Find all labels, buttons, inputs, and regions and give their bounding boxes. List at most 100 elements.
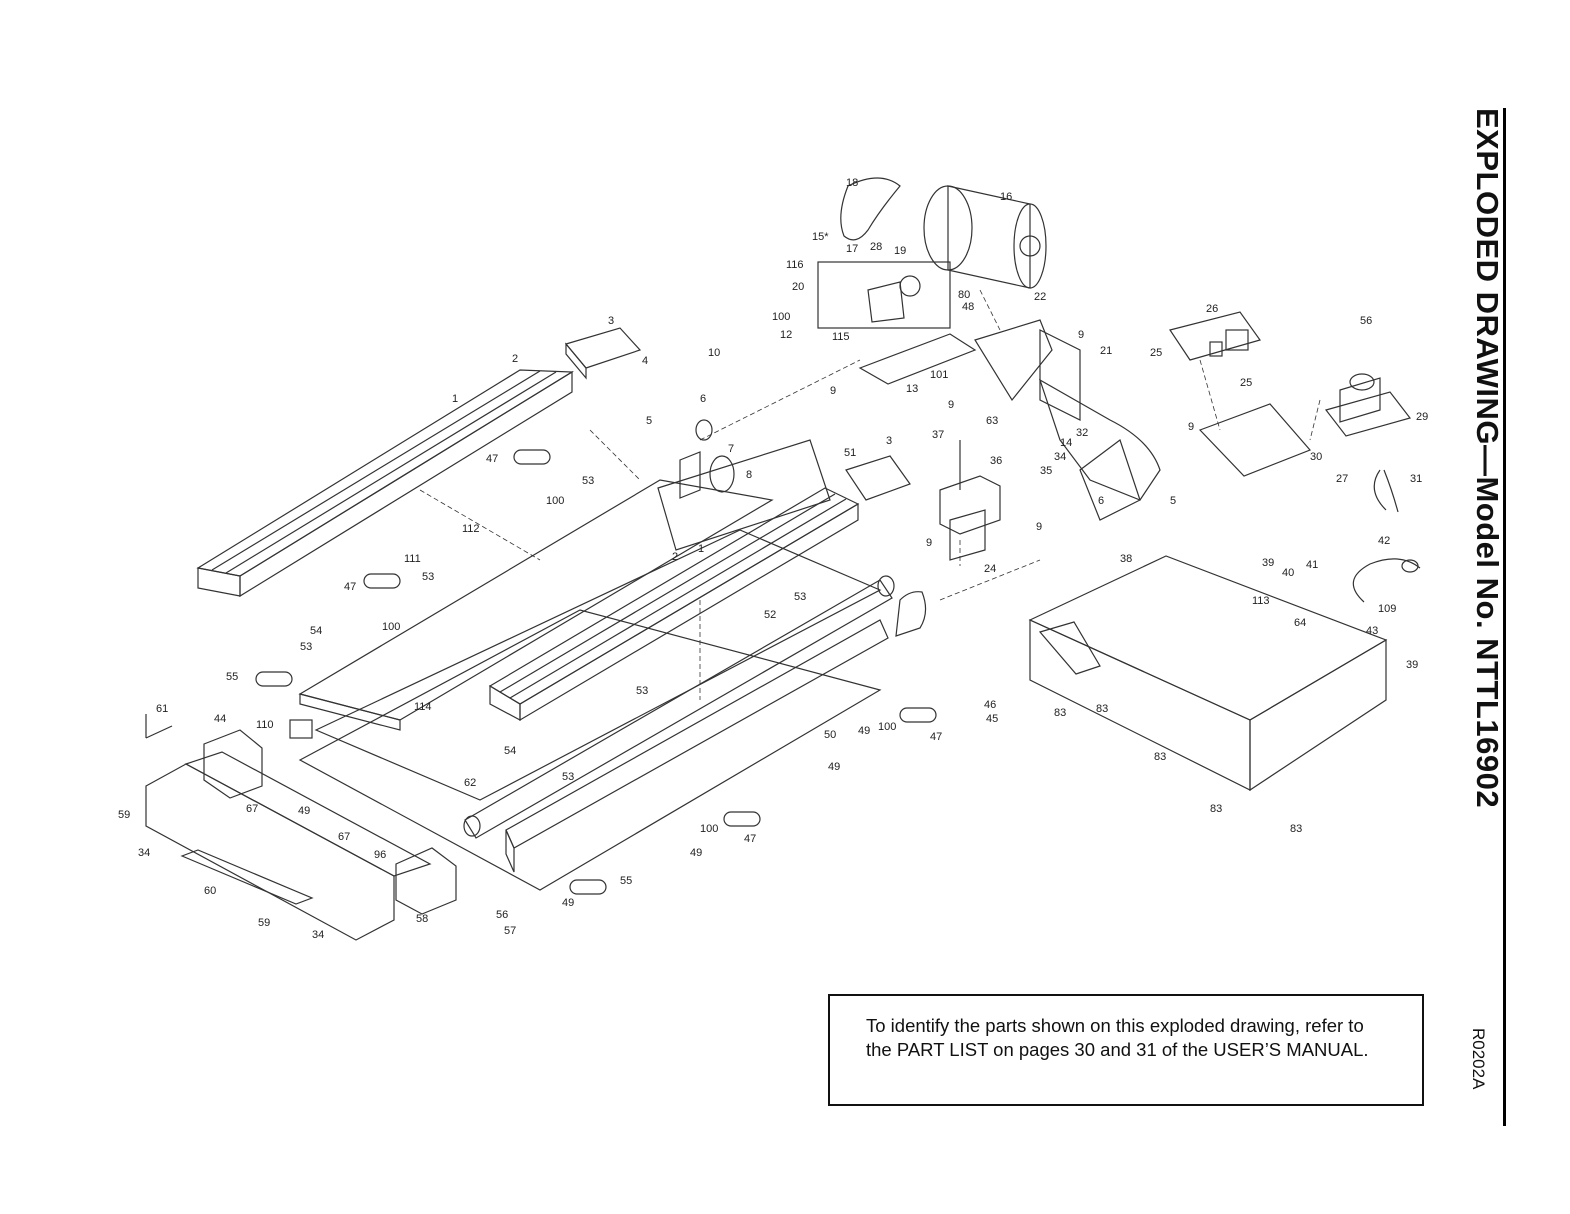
callout-41: 41 — [1306, 559, 1318, 571]
callout-9: 9 — [948, 399, 954, 411]
left-side-rail — [196, 369, 574, 598]
callout-9: 9 — [1188, 421, 1194, 433]
callout-17: 17 — [846, 243, 858, 255]
callout-10: 10 — [708, 347, 720, 359]
callout-96: 96 — [374, 849, 386, 861]
wire-harness — [1373, 469, 1399, 513]
callout-9: 9 — [1036, 521, 1042, 533]
callout-60: 60 — [204, 885, 216, 897]
callout-9: 9 — [926, 537, 932, 549]
callout-38: 38 — [1120, 553, 1132, 565]
callout-48: 48 — [962, 301, 974, 313]
instruction-note: To identify the parts shown on this expl… — [866, 1015, 1369, 1060]
callout-7: 7 — [728, 443, 734, 455]
callout-14: 14 — [1060, 437, 1072, 449]
foot-pads — [255, 449, 937, 895]
callout-22: 22 — [1034, 291, 1046, 303]
callout-49: 49 — [828, 761, 840, 773]
callout-32: 32 — [1076, 427, 1088, 439]
callout-28: 28 — [870, 241, 882, 253]
callout-57: 57 — [504, 925, 516, 937]
callout-29: 29 — [1416, 411, 1428, 423]
callout-100: 100 — [772, 311, 790, 323]
callout-49: 49 — [690, 847, 702, 859]
callout-111: 111 — [404, 553, 421, 565]
rear-foot-left — [203, 729, 263, 799]
transformer — [1324, 373, 1412, 437]
drawing-title: EXPLODED DRAWING—Model No. NTTL16902 — [1470, 108, 1505, 809]
callout-35: 35 — [1040, 465, 1052, 477]
callout-53: 53 — [562, 771, 574, 783]
callout-46: 46 — [984, 699, 996, 711]
callout-20: 20 — [792, 281, 804, 293]
callout-39: 39 — [1262, 557, 1274, 569]
callout-3: 3 — [608, 315, 614, 327]
callout-44: 44 — [214, 713, 226, 725]
callout-13: 13 — [906, 383, 918, 395]
callout-25: 25 — [1150, 347, 1162, 359]
grip-strip — [180, 849, 314, 905]
callout-31: 31 — [1410, 473, 1422, 485]
callout-26: 26 — [1206, 303, 1218, 315]
controller-board — [1169, 311, 1261, 361]
callout-47: 47 — [744, 833, 756, 845]
callout-62: 62 — [464, 777, 476, 789]
callout-45: 45 — [986, 713, 998, 725]
callout-36: 36 — [990, 455, 1002, 467]
callout-49: 49 — [562, 897, 574, 909]
assembly-lines — [419, 289, 1321, 700]
callout-3: 3 — [886, 435, 892, 447]
callout-55: 55 — [226, 671, 238, 683]
callout-21: 21 — [1100, 345, 1112, 357]
callout-59: 59 — [258, 917, 270, 929]
lower-frame-rail — [505, 619, 889, 873]
title-rule — [1503, 108, 1506, 1126]
callout-114: 114 — [414, 701, 432, 713]
spacer-block — [289, 719, 313, 739]
callout-12: 12 — [780, 329, 792, 341]
callout-58: 58 — [416, 913, 428, 925]
power-cord — [1352, 558, 1421, 603]
incline-motor — [939, 440, 1001, 561]
callout-54: 54 — [310, 625, 322, 637]
callout-101: 101 — [930, 369, 948, 381]
callout-100: 100 — [878, 721, 896, 733]
hood-cover — [564, 327, 642, 380]
callout-64: 64 — [1294, 617, 1306, 629]
callout-34: 34 — [138, 847, 150, 859]
callout-83: 83 — [1210, 803, 1222, 815]
callout-6: 6 — [1098, 495, 1104, 507]
callout-53: 53 — [582, 475, 594, 487]
callout-43: 43 — [1366, 625, 1378, 637]
callout-83: 83 — [1154, 751, 1166, 763]
end-bracket — [895, 591, 927, 637]
callout-110: 110 — [256, 719, 274, 731]
rear-foot-right — [395, 847, 457, 915]
callout-15*: 15* — [812, 231, 829, 243]
callout-2: 2 — [512, 353, 518, 365]
callout-53: 53 — [794, 591, 806, 603]
callout-112: 112 — [462, 523, 480, 535]
callout-47: 47 — [486, 453, 498, 465]
callout-115: 115 — [832, 331, 850, 343]
instruction-note-box: To identify the parts shown on this expl… — [828, 994, 1424, 1106]
callout-83: 83 — [1290, 823, 1302, 835]
callout-30: 30 — [1310, 451, 1322, 463]
callout-19: 19 — [894, 245, 906, 257]
callout-6: 6 — [700, 393, 706, 405]
callout-34: 34 — [1054, 451, 1066, 463]
callout-56: 56 — [1360, 315, 1372, 327]
right-side-rail — [488, 487, 860, 722]
callout-4: 4 — [642, 355, 648, 367]
walking-deck — [298, 479, 774, 731]
callout-53: 53 — [300, 641, 312, 653]
hex-key — [145, 714, 173, 739]
callout-59: 59 — [118, 809, 130, 821]
callout-100: 100 — [700, 823, 718, 835]
hood-bracket — [845, 455, 911, 501]
callout-24: 24 — [984, 563, 996, 575]
callout-42: 42 — [1378, 535, 1390, 547]
callout-9: 9 — [1078, 329, 1084, 341]
callout-1: 1 — [698, 543, 704, 555]
